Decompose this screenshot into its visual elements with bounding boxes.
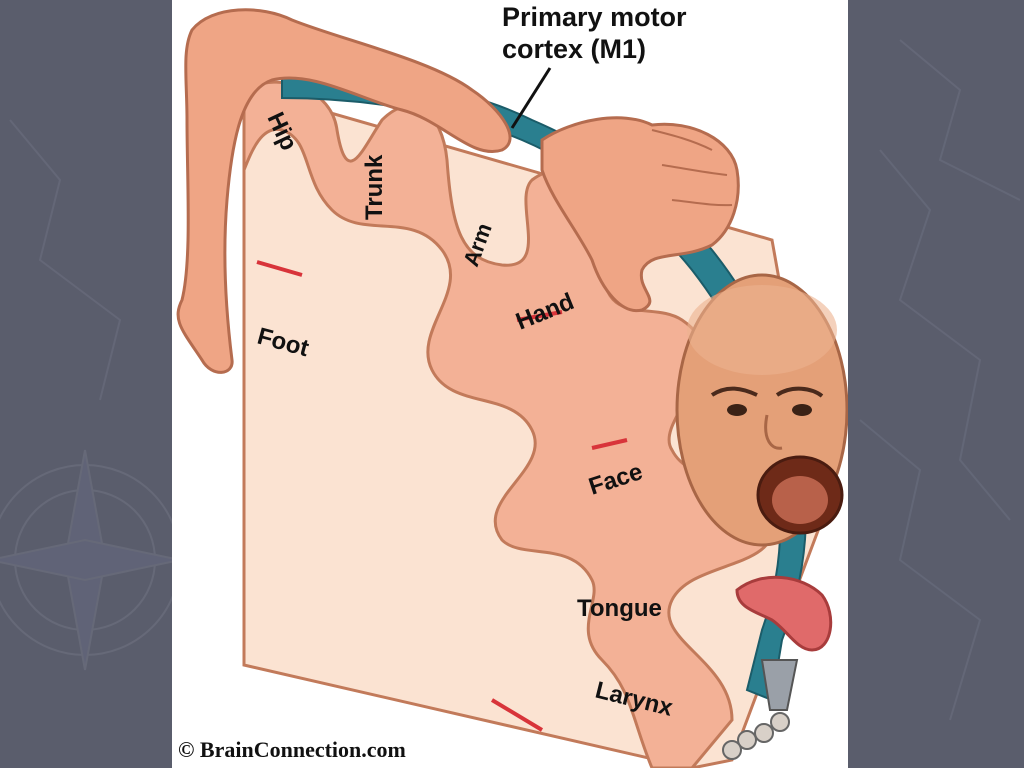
- diagram-title-line2: cortex (M1): [502, 34, 646, 64]
- label-tongue: Tongue: [577, 595, 662, 622]
- diagram-title-line1: Primary motor: [502, 2, 687, 32]
- label-trunk: Trunk: [361, 154, 388, 220]
- finger-lines: [651, 129, 733, 207]
- homunculus-tongue: [735, 575, 833, 652]
- homunculus-hand: [540, 116, 740, 313]
- image-credit: © BrainConnection.com: [178, 737, 406, 762]
- homunculus-larynx: [722, 659, 799, 760]
- homunculus-leg: [176, 8, 512, 374]
- contour-lines: [9, 39, 1021, 721]
- sulcus-marks: [256, 260, 628, 732]
- m1-pointer-line: [510, 67, 552, 129]
- compass-rose-icon: [0, 449, 181, 671]
- homunculus-face: [675, 273, 848, 547]
- gyrus-folds: [242, 80, 775, 768]
- motor-cortex-diagram: Primary motor cortex (M1) Hip Trunk Arm …: [172, 0, 848, 768]
